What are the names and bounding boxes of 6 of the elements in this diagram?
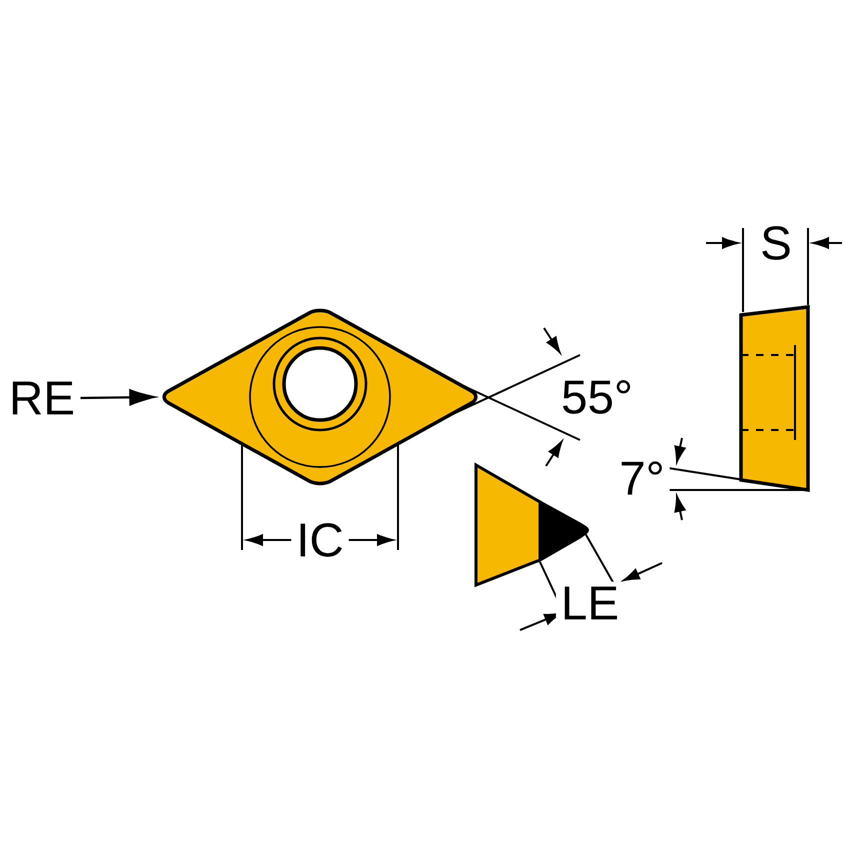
dimension-label: IC: [291, 518, 349, 562]
dimension-label: 7°: [614, 456, 670, 500]
dimension-label: RE: [12, 382, 73, 414]
dimension-label: S: [755, 221, 797, 265]
dimension-label: LE: [556, 582, 624, 624]
dimension-label: 55°: [556, 375, 638, 419]
